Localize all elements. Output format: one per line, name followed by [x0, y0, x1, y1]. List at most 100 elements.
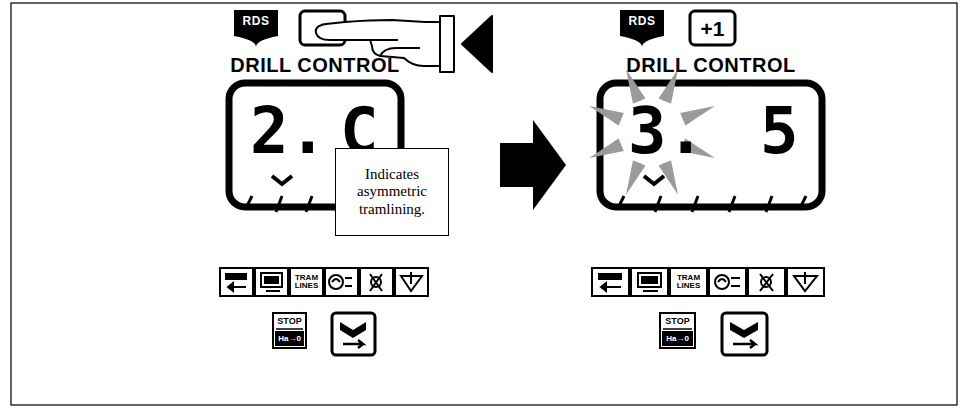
display-digit: 5 [760, 96, 820, 166]
button-icons [731, 277, 740, 279]
frame [11, 3, 957, 405]
function-buttons [325, 268, 358, 296]
logo-text: RDS [234, 12, 278, 30]
button-icons [226, 272, 422, 291]
button-icons [371, 277, 381, 287]
function-buttons [592, 268, 824, 296]
chevron-mark [644, 176, 664, 184]
segment-marks [729, 196, 735, 212]
next-arrow [343, 340, 363, 348]
display-screen [600, 83, 822, 207]
right-panel [589, 10, 824, 355]
segment-marks [655, 196, 661, 212]
callout-box: Indicates asymmetric tramlining. [335, 148, 449, 236]
function-buttons [592, 268, 629, 296]
button-icons [345, 277, 352, 279]
rds-shield [234, 10, 278, 47]
callout-text: Indicates asymmetric tramlining. [340, 166, 444, 218]
function-buttons [670, 268, 707, 296]
function-buttons [360, 268, 393, 296]
button-icons [370, 274, 382, 291]
button-label: Ha→0 [275, 331, 304, 346]
button-label: Ha→0 [662, 331, 693, 346]
button-icons [638, 273, 661, 287]
function-buttons [631, 268, 668, 296]
segment-marks [306, 196, 312, 212]
button-icons [715, 275, 729, 289]
function-buttons [255, 268, 288, 296]
button-icons [760, 274, 773, 291]
stop-rule [663, 328, 692, 330]
button-icons [332, 279, 340, 282]
pointing-hand [370, 39, 398, 41]
flash-burst [589, 69, 715, 195]
pointing-hand [380, 48, 420, 56]
callout-body: Indicates asymmetric tramlining. [340, 166, 444, 218]
stop-button [660, 313, 695, 348]
segment-marks [800, 196, 806, 208]
function-buttons [748, 268, 785, 296]
button-icons [599, 272, 817, 291]
button-icons [718, 279, 726, 282]
segment-marks [618, 196, 806, 212]
button-icons [329, 275, 343, 289]
button-label: TRAM LINES [670, 268, 707, 296]
button-icons [226, 274, 246, 279]
display-digit: 2. [250, 96, 330, 166]
function-buttons [709, 268, 746, 296]
button-label: STOP [660, 314, 695, 329]
button-icons [266, 290, 280, 292]
flash-burst [589, 106, 624, 126]
segment-marks [766, 196, 772, 212]
panel-title: DRILL CONTROL [600, 52, 822, 78]
button-label: + [300, 11, 345, 45]
panel-title: DRILL CONTROL [215, 52, 415, 78]
flash-burst [589, 139, 624, 159]
logo-text: RDS [620, 12, 664, 30]
function-buttons [395, 268, 428, 296]
plus-one-button [690, 11, 735, 45]
segment-marks [276, 196, 282, 212]
rds-shield [620, 10, 664, 47]
stop-rule [276, 328, 303, 330]
button-icons [265, 277, 278, 283]
button-icons [761, 277, 771, 287]
button-label: +1 [690, 11, 735, 45]
button-icons [804, 272, 806, 284]
next-chevron [340, 322, 366, 338]
segment-marks [692, 196, 698, 212]
function-buttons [290, 268, 323, 296]
transition-arrow [500, 120, 566, 210]
pointing-hand [440, 16, 454, 72]
button-label: STOP [273, 314, 306, 329]
function-buttons [220, 268, 253, 296]
display-digit: 3. [628, 96, 708, 166]
next-button [332, 313, 375, 355]
button-icons [643, 290, 658, 292]
pointing-hand [316, 16, 492, 72]
button-icons [731, 285, 740, 287]
pointing-hand [316, 20, 440, 66]
button-icons [410, 272, 412, 284]
button-icons [601, 283, 606, 291]
pointing-hand [462, 16, 492, 72]
chevron-mark [272, 176, 292, 184]
button-icons [261, 273, 282, 287]
button-label: TRAM LINES [290, 268, 323, 296]
next-chevron [730, 322, 758, 338]
next-button [722, 313, 767, 355]
button-icons [370, 274, 382, 291]
plus-one-button [300, 11, 345, 45]
function-buttons [220, 268, 428, 296]
button-icons [228, 283, 233, 291]
next-arrow [733, 340, 755, 348]
function-buttons [787, 268, 824, 296]
segment-marks [618, 196, 624, 208]
segment-marks [246, 196, 252, 208]
button-icons [642, 277, 657, 283]
button-icons [599, 274, 621, 279]
